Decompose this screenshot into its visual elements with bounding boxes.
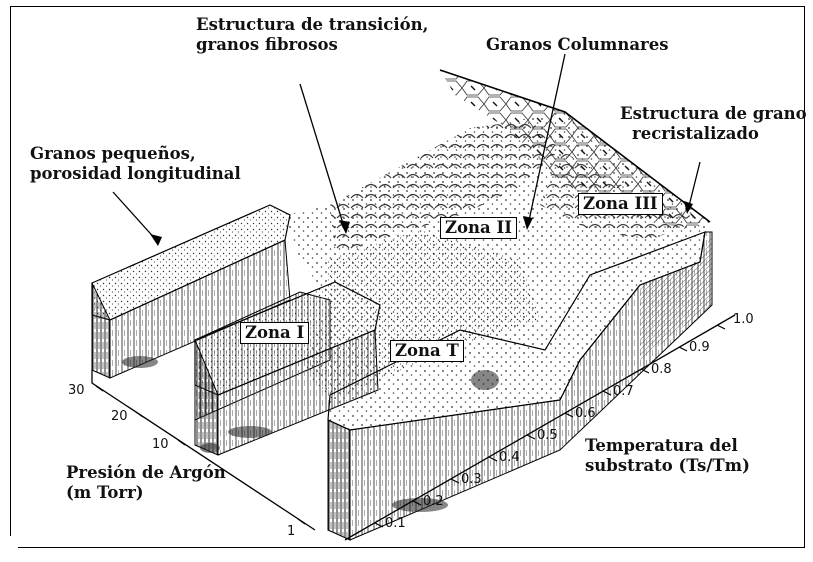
figure-frame: [10, 6, 805, 548]
temp-tick: 0.5: [537, 428, 558, 443]
recrystallized-structure-label: Estructura de grano recristalizado: [620, 104, 807, 143]
pressure-axis-ticks: [95, 385, 306, 525]
zone-i-label: Zona I: [240, 322, 310, 344]
recrystallized-surface: [440, 70, 710, 230]
zone-iii-label: Zona III: [578, 193, 663, 215]
back-edge: [439, 69, 711, 223]
pressure-tick: 30: [68, 383, 85, 398]
right-face-hatch: [640, 232, 712, 360]
columnar-grains-label: Granos Columnares: [486, 35, 669, 54]
front-block-front: [327, 419, 351, 541]
arrow-heads: [150, 201, 693, 246]
temp-tick: 0.4: [499, 450, 520, 465]
pressure-tick: 20: [111, 409, 128, 424]
temp-tick: 0.8: [651, 362, 672, 377]
pressure-tick: 10: [152, 437, 169, 452]
zone-ii-label: Zona II: [440, 217, 517, 239]
pressure-tick: 1: [287, 524, 296, 539]
pressure-axis-line: [91, 370, 316, 531]
temp-tick: 1.0: [733, 312, 754, 327]
fibrous-grain-surface: [330, 120, 560, 255]
temp-tick: 0.6: [575, 406, 596, 421]
zone-t-label: Zona T: [390, 340, 464, 362]
front-block-side: [349, 231, 713, 541]
temperature-axis-line: [344, 314, 736, 541]
leader-lines: [112, 53, 701, 243]
temp-tick: 0.9: [689, 340, 710, 355]
temperature-axis-title: Temperatura del substrato (Ts/Tm): [585, 436, 750, 475]
temperature-axis-ticks: [374, 324, 726, 528]
pressure-axis-title: Presión de Argón (m Torr): [66, 463, 226, 502]
transition-structure-label: Estructura de transición, granos fibroso…: [196, 15, 429, 54]
temp-tick: 0.1: [385, 516, 406, 531]
temp-tick: 0.2: [423, 494, 444, 509]
temp-tick: 0.7: [613, 384, 634, 399]
temp-tick: 0.3: [461, 472, 482, 487]
small-grains-label: Granos pequeños, porosidad longitudinal: [30, 144, 241, 183]
